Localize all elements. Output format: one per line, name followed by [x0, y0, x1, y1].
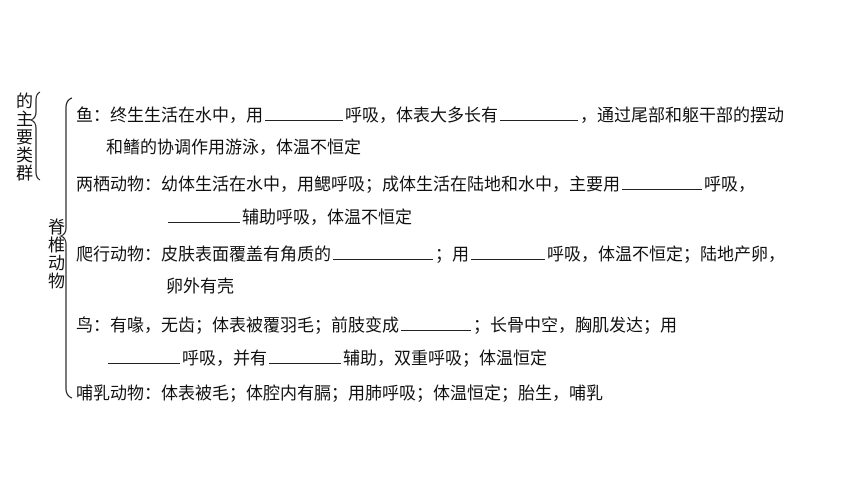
fill-blank[interactable]: [168, 205, 240, 223]
reptile-line-2: 卵外有壳: [166, 275, 234, 299]
fill-blank[interactable]: [471, 242, 545, 260]
fish-text-1: 鱼：终生生活在水中，用: [76, 106, 263, 126]
inner-bracket: [59, 97, 73, 399]
amphibian-line-2: 辅助呼吸，体温不恒定: [166, 205, 412, 230]
fill-blank[interactable]: [500, 103, 578, 121]
outer-bracket: [29, 91, 41, 181]
fill-blank[interactable]: [269, 346, 341, 364]
fill-blank[interactable]: [622, 172, 702, 190]
vertebrate-label: 脊椎动物: [44, 218, 64, 290]
amphibian-text-3: 辅助呼吸，体温不恒定: [242, 208, 412, 228]
fill-blank[interactable]: [401, 313, 471, 331]
amphibian-text-2: 呼吸，: [704, 175, 755, 195]
fish-line-2: 和鳍的协调作用游泳，体温不恒定: [106, 136, 361, 160]
reptile-text-4: 卵外有壳: [166, 277, 234, 297]
amphibian-line-1: 两栖动物：幼体生活在水中，用鳃呼吸；成体生活在陆地和水中，主要用 呼吸，: [76, 172, 755, 197]
fish-line-1: 鱼：终生生活在水中，用 呼吸，体表大多长有 ，通过尾部和躯干部的摆动: [76, 103, 784, 128]
reptile-text-2: ；用: [435, 245, 469, 265]
amphibian-text-1: 两栖动物：幼体生活在水中，用鳃呼吸；成体生活在陆地和水中，主要用: [76, 175, 620, 195]
fill-blank[interactable]: [333, 242, 433, 260]
fill-blank[interactable]: [265, 103, 343, 121]
bird-text-3: 呼吸，并有: [182, 349, 267, 369]
category-label-text: 的主要类群: [12, 92, 32, 182]
mammal-line: 哺乳动物：体表被毛；体腔内有膈；用肺呼吸；体温恒定；胎生，哺乳: [76, 382, 603, 406]
bird-text-4: 辅助，双重呼吸；体温恒定: [343, 349, 547, 369]
bird-line-1: 鸟：有喙，无齿；体表被覆羽毛；前肢变成 ；长骨中空，胸肌发达；用: [76, 313, 677, 338]
fish-text-2: 呼吸，体表大多长有: [345, 106, 498, 126]
reptile-line-1: 爬行动物：皮肤表面覆盖有角质的 ；用 呼吸，体温不恒定；陆地产卵，: [76, 242, 785, 267]
fill-blank[interactable]: [108, 346, 180, 364]
category-label: 的主要类群: [12, 92, 32, 182]
bird-text-2: ；长骨中空，胸肌发达；用: [473, 316, 677, 336]
reptile-text-1: 爬行动物：皮肤表面覆盖有角质的: [76, 245, 331, 265]
fish-text-4: 和鳍的协调作用游泳，体温不恒定: [106, 138, 361, 158]
bird-text-1: 鸟：有喙，无齿；体表被覆羽毛；前肢变成: [76, 316, 399, 336]
vertebrate-label-text: 脊椎动物: [44, 218, 64, 290]
mammal-text: 哺乳动物：体表被毛；体腔内有膈；用肺呼吸；体温恒定；胎生，哺乳: [76, 384, 603, 404]
fish-text-3: ，通过尾部和躯干部的摆动: [580, 106, 784, 126]
reptile-text-3: 呼吸，体温不恒定；陆地产卵，: [547, 245, 785, 265]
bird-line-2: 呼吸，并有 辅助，双重呼吸；体温恒定: [106, 346, 547, 371]
